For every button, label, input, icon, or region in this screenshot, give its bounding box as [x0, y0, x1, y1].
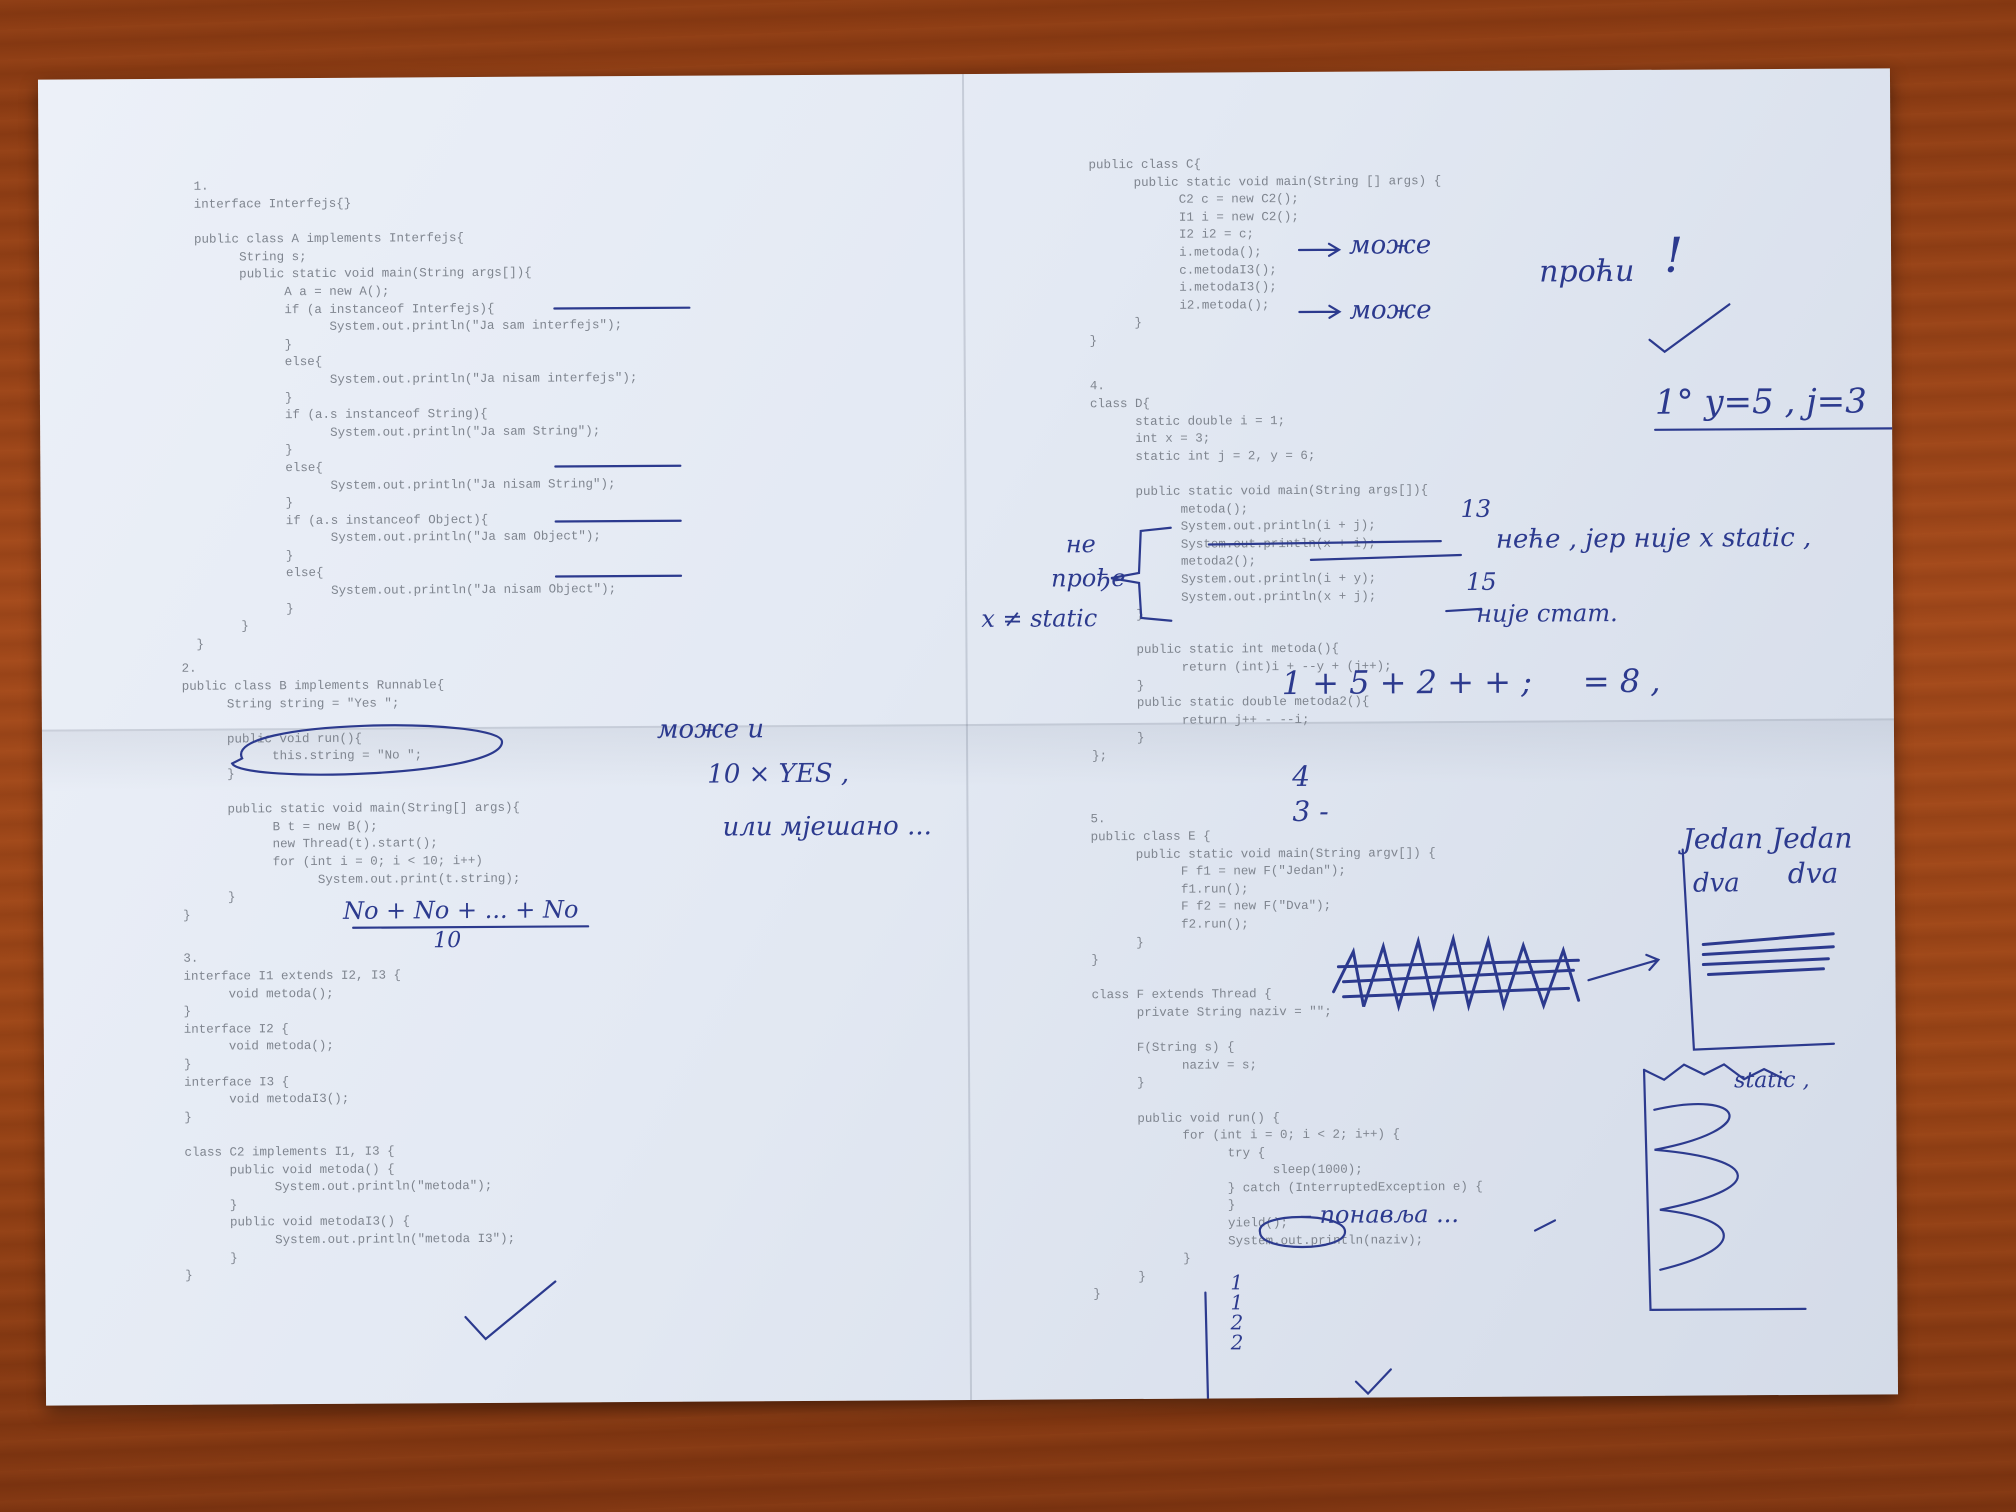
fraction-line: [352, 925, 590, 929]
circle-around-run: [230, 724, 504, 776]
strike-x-plus-i: [1207, 540, 1442, 546]
checkmark-q3-right: [1648, 303, 1731, 354]
scribble-output-box: [1701, 932, 1835, 976]
exam-sheet: 1. interface Interfejs{} public class A …: [37, 68, 1899, 1406]
underline-ja-sam-interfejs: [553, 306, 691, 310]
checkmark-q5: [1354, 1368, 1392, 1396]
scribble-q5: [1332, 933, 1581, 1013]
ink-strokes: [230, 242, 1899, 1404]
scribble-q5-fill: [1336, 958, 1580, 999]
output-box-1: [1681, 848, 1835, 1051]
underline-ja-nisam-object: [554, 574, 683, 578]
arrow-to-output-box: [1587, 953, 1661, 982]
arrow-nije-static: [1445, 607, 1483, 613]
underline-ja-nisam-string: [554, 464, 682, 468]
underline-initial-values: [1654, 427, 1899, 431]
output-axis: [1204, 1291, 1318, 1404]
brace-q4: [1110, 526, 1173, 622]
output-box-2-top: [1642, 1063, 1786, 1082]
arrow-moze-2: [1298, 304, 1342, 319]
checkmark-q3: [464, 1280, 557, 1341]
arrow-ponavlja: [1533, 1219, 1557, 1232]
arrow-moze-1: [1297, 242, 1342, 257]
output-box-2-scribble: [1653, 1103, 1739, 1271]
strike-metoda2-comment: [1309, 553, 1462, 562]
underline-ja-sam-object: [554, 519, 682, 523]
output-box-2: [1642, 1068, 1807, 1311]
circle-around-yield: [1258, 1215, 1347, 1249]
